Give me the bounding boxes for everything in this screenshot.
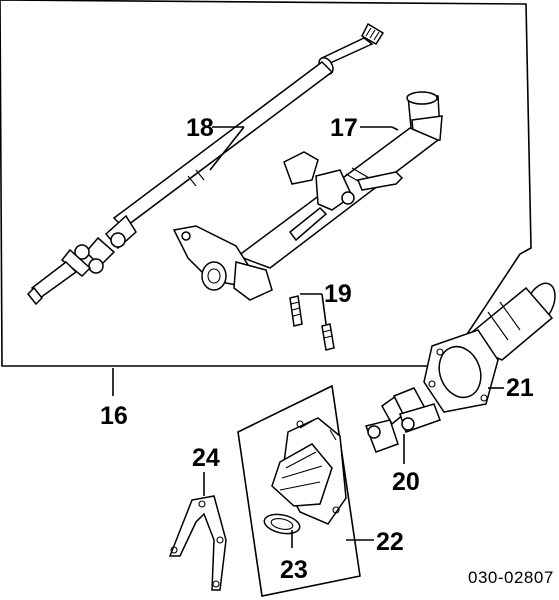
gasket-part-24 [168, 495, 227, 591]
dust-seal-part-21 [423, 282, 556, 413]
group-22-frame [237, 384, 361, 597]
catalog-number: 030-02807 [468, 568, 554, 587]
group-16-frame [0, 0, 532, 367]
leader-lines [112, 126, 504, 548]
callout-16: 16 [100, 402, 128, 430]
seal-ring-part-23 [263, 513, 301, 535]
callout-22: 22 [376, 528, 404, 556]
callout-18: 18 [186, 114, 214, 142]
callout-21: 21 [506, 374, 534, 402]
callout-24: 24 [192, 444, 220, 472]
bolts-part-19 [289, 295, 335, 351]
intermediate-shaft-part-18 [26, 22, 385, 306]
boot-part-22 [271, 417, 347, 525]
callout-23: 23 [280, 556, 308, 584]
callout-20: 20 [392, 468, 420, 496]
steering-column-part-17 [172, 91, 443, 301]
callout-17: 17 [330, 114, 358, 142]
callout-19: 19 [324, 280, 352, 308]
universal-joint-part-20 [364, 387, 441, 453]
